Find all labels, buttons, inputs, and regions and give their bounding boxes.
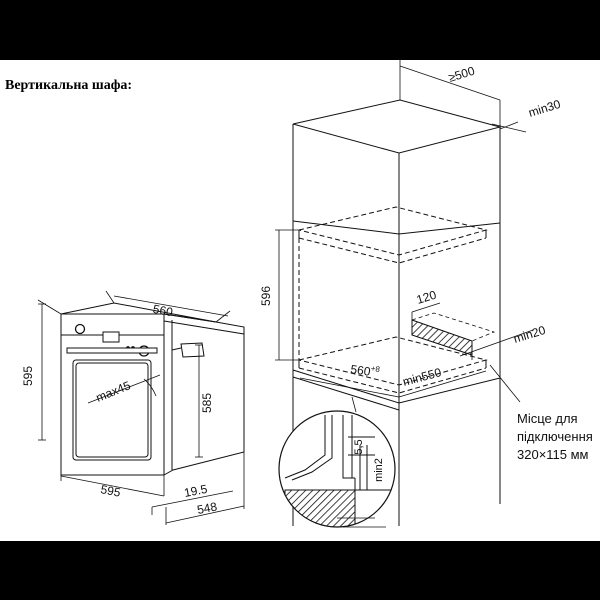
cabinet-dimension-lines	[275, 60, 534, 413]
connection-note-line: Місце для	[517, 411, 578, 426]
oven-width-label: 560	[152, 302, 175, 320]
connection-note-line: підключення	[517, 429, 593, 444]
oven-front-thickness-label: 19.5	[183, 482, 209, 500]
oven-height-label: 595	[21, 366, 35, 386]
connection-note: Місце для підключення 320×115 мм	[517, 410, 600, 464]
page-title: Вертикальна шафа:	[5, 78, 133, 93]
oven-dimension-lines	[37, 290, 245, 525]
oven-front-width-label: 595	[99, 482, 122, 500]
detail-min-label: min2	[373, 458, 385, 482]
niche-width-label: 560+8	[350, 361, 382, 380]
oven-drawing	[60, 302, 245, 476]
detail-gap-label: 5,5	[353, 439, 365, 454]
drawing-sheet: Вертикальна шафа:	[0, 60, 600, 541]
connection-note-line: 320×115 мм	[517, 447, 589, 462]
oven-depth-label: 548	[196, 499, 219, 517]
oven-inner-height-label: 585	[200, 393, 214, 413]
detail-view	[278, 410, 396, 528]
rear-gap-label: min20	[512, 323, 548, 346]
installation-drawing: 560 595 585 595 19.5 548 max45	[21, 60, 563, 528]
vent-opening	[411, 312, 496, 356]
niche-height-label: 596	[259, 286, 273, 306]
vent-opening-label: 120	[415, 288, 439, 307]
top-gap-label: min30	[527, 97, 563, 120]
cabinet-depth-label: ≥500	[447, 64, 477, 85]
